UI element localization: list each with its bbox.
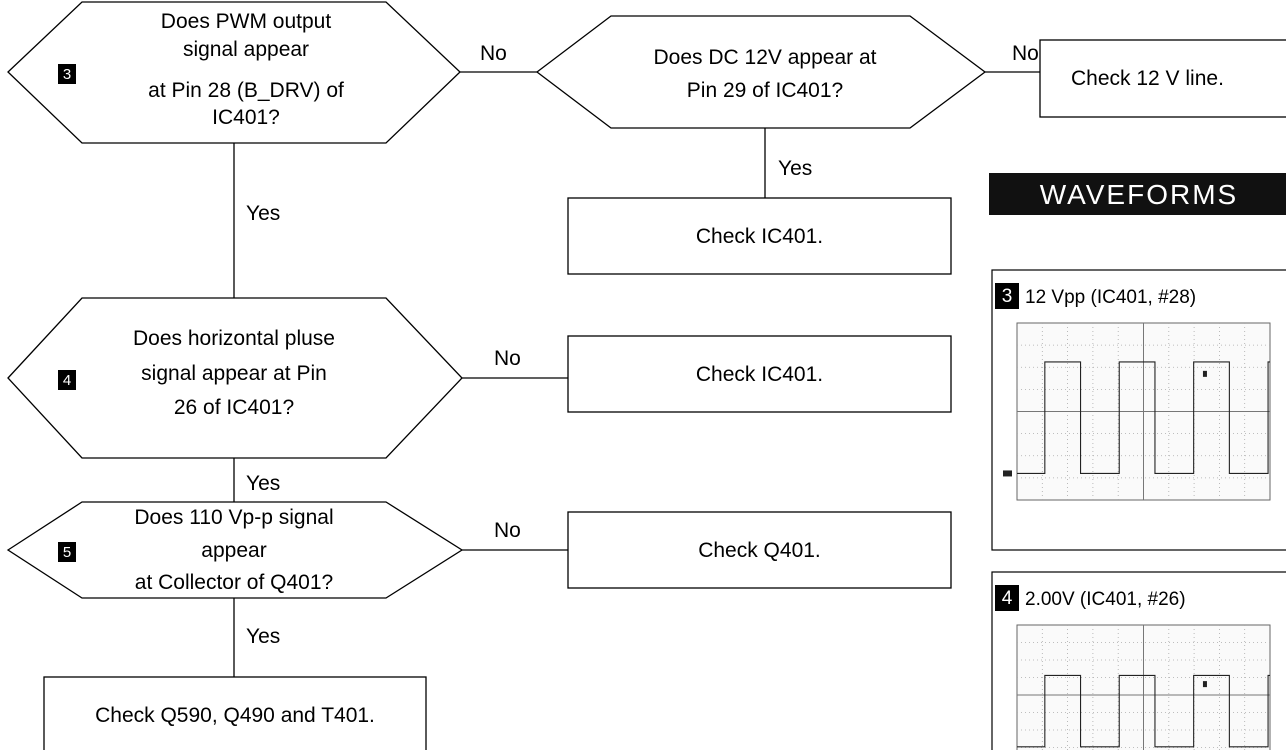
waveforms-title-text: WAVEFORMS [1040,179,1238,210]
step-badge-5 [58,542,76,562]
decision-110vpp-signal: 5 Does 110 Vp-p signal appear at Collect… [6,501,464,599]
label-yes-d5: Yes [246,625,280,648]
action-label: Check 12 V line. [1071,67,1224,90]
action-check-ic401-mid: Check IC401. [567,335,952,413]
label-no-d5: No [494,519,521,542]
waveform-badge-3 [995,283,1019,309]
waveform-badge-4 [995,585,1019,611]
step-badge-3 [58,64,76,84]
waveform-panel-3: 3 12 Vpp (IC401, #28) [991,269,1286,551]
action-check-12v-line: Check 12 V line. [1039,39,1286,118]
decision-line: signal appear at Pin [141,362,327,385]
scope-waveform-trace [1017,674,1270,748]
waveform-badge-3-label: 3 [1002,286,1013,307]
action-label: Check Q401. [698,539,821,562]
waveform-caption-4: 2.00V (IC401, #26) [1025,589,1186,610]
label-no-d3: No [480,42,507,65]
label-yes-d4: Yes [246,472,280,495]
decision-line: Does 110 Vp-p signal [134,506,333,529]
decision-line: Does PWM output [161,10,332,33]
decision-line: signal appear [183,38,309,61]
label-no-dc12: No [1012,42,1039,65]
decision-line: Does horizontal pluse [133,327,335,350]
action-label: Check Q590, Q490 and T401. [95,704,375,727]
waveforms-title: WAVEFORMS [989,173,1286,215]
waveform-badge-4-label: 4 [1002,588,1013,609]
decision-line: at Collector of Q401? [135,571,333,594]
decision-line: appear [201,539,266,562]
label-no-d4: No [494,347,521,370]
label-yes-dc12: Yes [778,157,812,180]
action-label: Check IC401. [696,363,823,386]
step-badge-5-label: 5 [63,544,71,561]
step-badge-4 [58,370,76,390]
decision-line: IC401? [212,106,280,129]
scope-trigger-marker [1202,681,1207,688]
decision-line: 26 of IC401? [174,396,294,419]
label-yes-d3: Yes [246,202,280,225]
step-badge-3-label: 3 [63,66,71,83]
scope-waveform-trace [1017,361,1270,474]
decision-line: Pin 29 of IC401? [687,79,843,102]
action-check-ic401-top: Check IC401. [567,197,952,275]
waveform-caption-3: 12 Vpp (IC401, #28) [1025,287,1196,308]
scope-ground-marker [1003,470,1012,477]
action-check-q590-q490-t401: Check Q590, Q490 and T401. [43,676,427,750]
decision-dc12v: Does DC 12V appear at Pin 29 of IC401? [535,15,987,129]
scope-trigger-marker [1202,370,1207,377]
waveform-panel-4: 4 2.00V (IC401, #26) [991,571,1286,750]
decision-horizontal-pulse: 4 Does horizontal pluse signal appear at… [7,297,463,459]
oscilloscope-screen-3 [1003,322,1271,501]
action-check-q401: Check Q401. [567,511,952,589]
action-label: Check IC401. [696,225,823,248]
decision-line: at Pin 28 (B_DRV) of [148,79,344,102]
decision-line: Does DC 12V appear at [654,46,877,69]
decision-pwm-output: 3 Does PWM output signal appear at Pin 2… [7,1,461,144]
step-badge-4-label: 4 [63,372,71,389]
oscilloscope-screen-4 [1016,624,1271,750]
